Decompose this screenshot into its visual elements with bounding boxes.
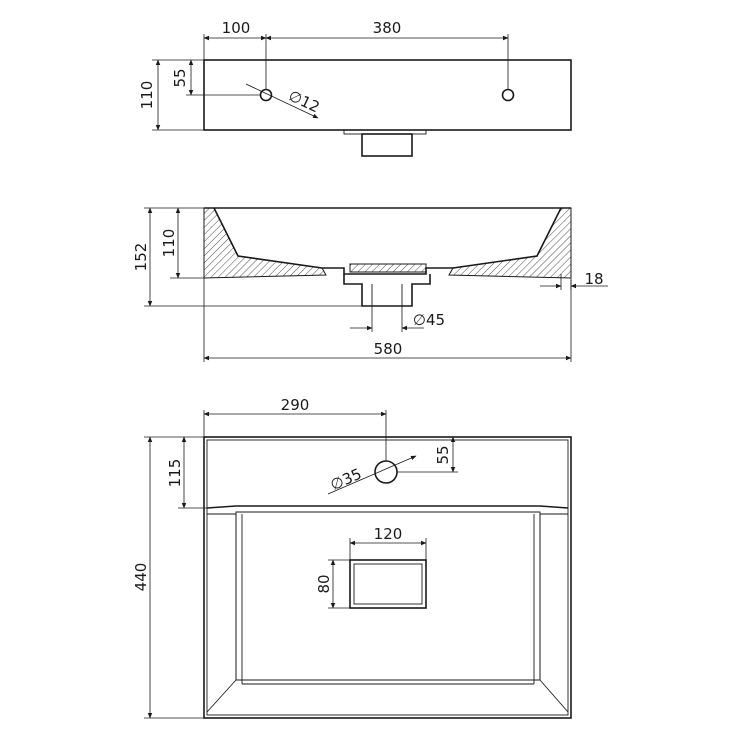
section-inner-profile bbox=[213, 207, 562, 275]
section-view: 152 110 18 ∅45 580 bbox=[132, 207, 608, 362]
dim-height-label: 110 bbox=[138, 81, 156, 110]
section-right-wall bbox=[448, 207, 572, 279]
dim-total-height-label: 152 bbox=[132, 243, 150, 272]
drain-section bbox=[343, 274, 431, 307]
dim-hole-pos-label: 55 bbox=[171, 68, 189, 87]
dim-width-label: 580 bbox=[374, 340, 403, 358]
dim-deck-label: 115 bbox=[166, 459, 184, 488]
dim-basin-depth-label: 110 bbox=[160, 229, 178, 258]
tap-hole-left bbox=[259, 88, 273, 102]
drain-body bbox=[361, 133, 413, 157]
dim-wall-label: 18 bbox=[584, 270, 603, 288]
dim-holes-label: 380 bbox=[373, 19, 402, 37]
dim-hole-dia-label: ∅12 bbox=[286, 87, 323, 117]
plan-view: 290 115 55 ∅35 120 80 440 bbox=[132, 396, 572, 719]
dim-tap-offset-label: 290 bbox=[281, 396, 310, 414]
section-left-wall bbox=[203, 207, 327, 279]
dim-drain-h-label: 80 bbox=[315, 574, 333, 593]
deck-edge bbox=[206, 505, 569, 509]
dim-tap-pos-label: 55 bbox=[434, 445, 452, 464]
tap-hole-right bbox=[501, 88, 515, 102]
dim-offset-label: 100 bbox=[222, 19, 251, 37]
top-view: 100 380 110 55 ∅12 bbox=[138, 19, 572, 157]
dim-tap-dia-label: ∅35 bbox=[328, 465, 365, 495]
dim-depth-label: 440 bbox=[132, 563, 150, 592]
plan-outline bbox=[203, 436, 572, 719]
drain-opening bbox=[349, 559, 427, 609]
dim-drain-w-label: 120 bbox=[374, 525, 403, 543]
drain-cap bbox=[349, 263, 427, 273]
basin-slopes bbox=[206, 513, 569, 713]
dim-drain-label: ∅45 bbox=[413, 311, 445, 329]
